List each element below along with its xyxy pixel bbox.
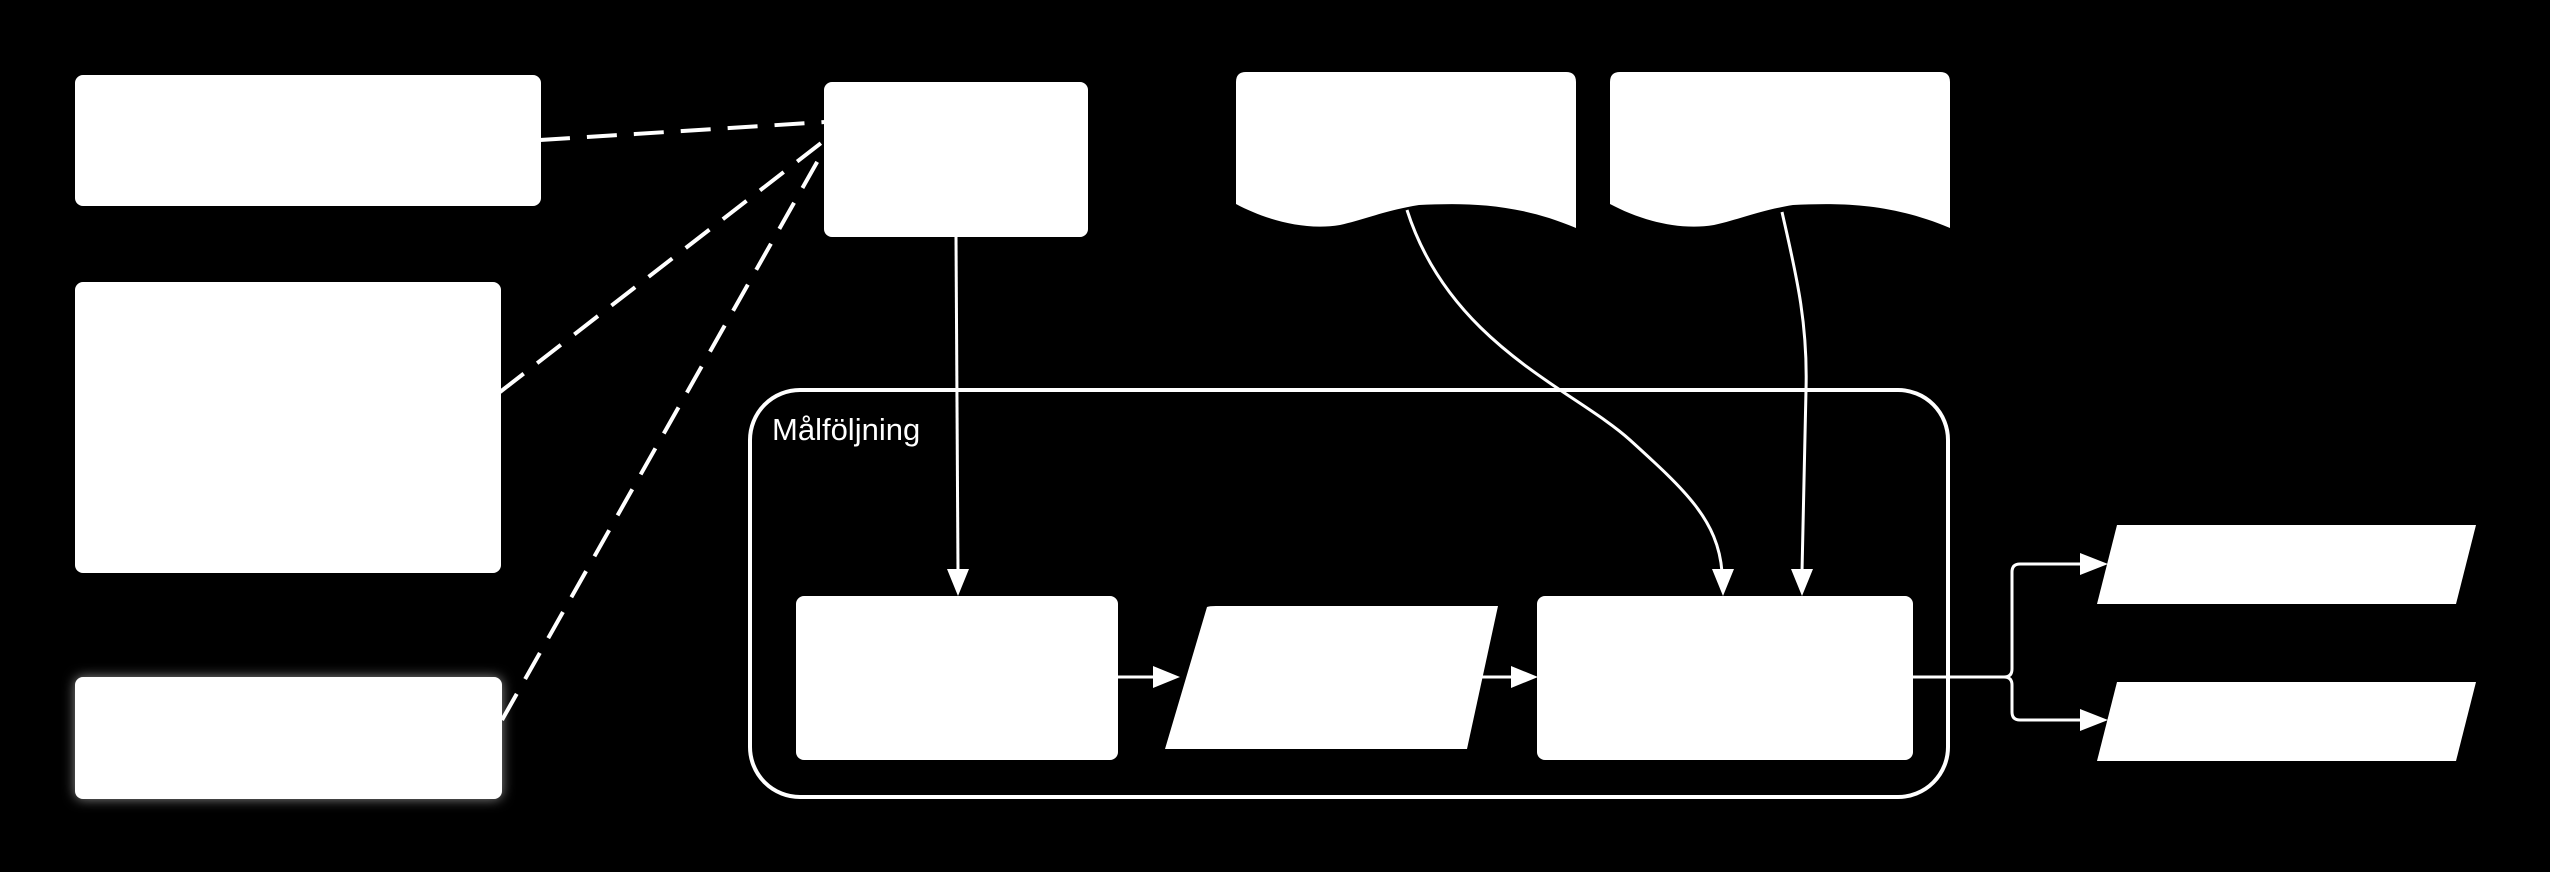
arrowhead-output-top (2080, 553, 2108, 575)
document-nodes (1236, 72, 1950, 228)
group-frame (748, 388, 1950, 799)
step2-parallelogram[interactable] (1165, 606, 1498, 749)
box-top-left[interactable] (75, 75, 541, 206)
document-left[interactable] (1236, 72, 1576, 228)
group-malfoljning: Målföljning (748, 388, 1950, 799)
edge-document-right-to-step3 (1780, 211, 1808, 573)
arrowhead-step1 (947, 569, 969, 596)
output-nodes (2097, 525, 2476, 761)
edge-step3-to-output-bottom (2003, 675, 2082, 722)
arrowhead-output-bottom (2080, 709, 2108, 731)
output-bottom[interactable] (2097, 682, 2476, 761)
output-top[interactable] (2097, 525, 2476, 604)
edge-source-to-step1 (954, 236, 960, 573)
group-label: Målföljning (772, 412, 920, 447)
box-bottom-left[interactable] (75, 677, 502, 799)
box-middle-left[interactable] (75, 282, 501, 573)
arrowheads (947, 553, 2108, 731)
box-source-top[interactable] (824, 82, 1088, 237)
arrowhead-step3-in (1511, 666, 1538, 688)
edge-box-top-to-source (539, 120, 826, 142)
edge-box-bottom-to-source (500, 147, 827, 721)
arrowhead-step2 (1153, 666, 1180, 688)
left-boxes (75, 75, 541, 799)
step1-box[interactable] (796, 596, 1118, 760)
edge-step3-to-output-top (1913, 562, 2082, 679)
association-edges (498, 120, 827, 721)
arrowhead-step3-left (1712, 569, 1734, 596)
edge-document-left-to-step3 (1405, 209, 1724, 573)
arrowhead-step3-right (1791, 569, 1813, 596)
step3-box[interactable] (1537, 596, 1913, 760)
edge-box-middle-to-source (498, 138, 827, 394)
flow-edges (954, 209, 2082, 722)
document-right[interactable] (1610, 72, 1950, 228)
process-steps (796, 596, 1913, 760)
